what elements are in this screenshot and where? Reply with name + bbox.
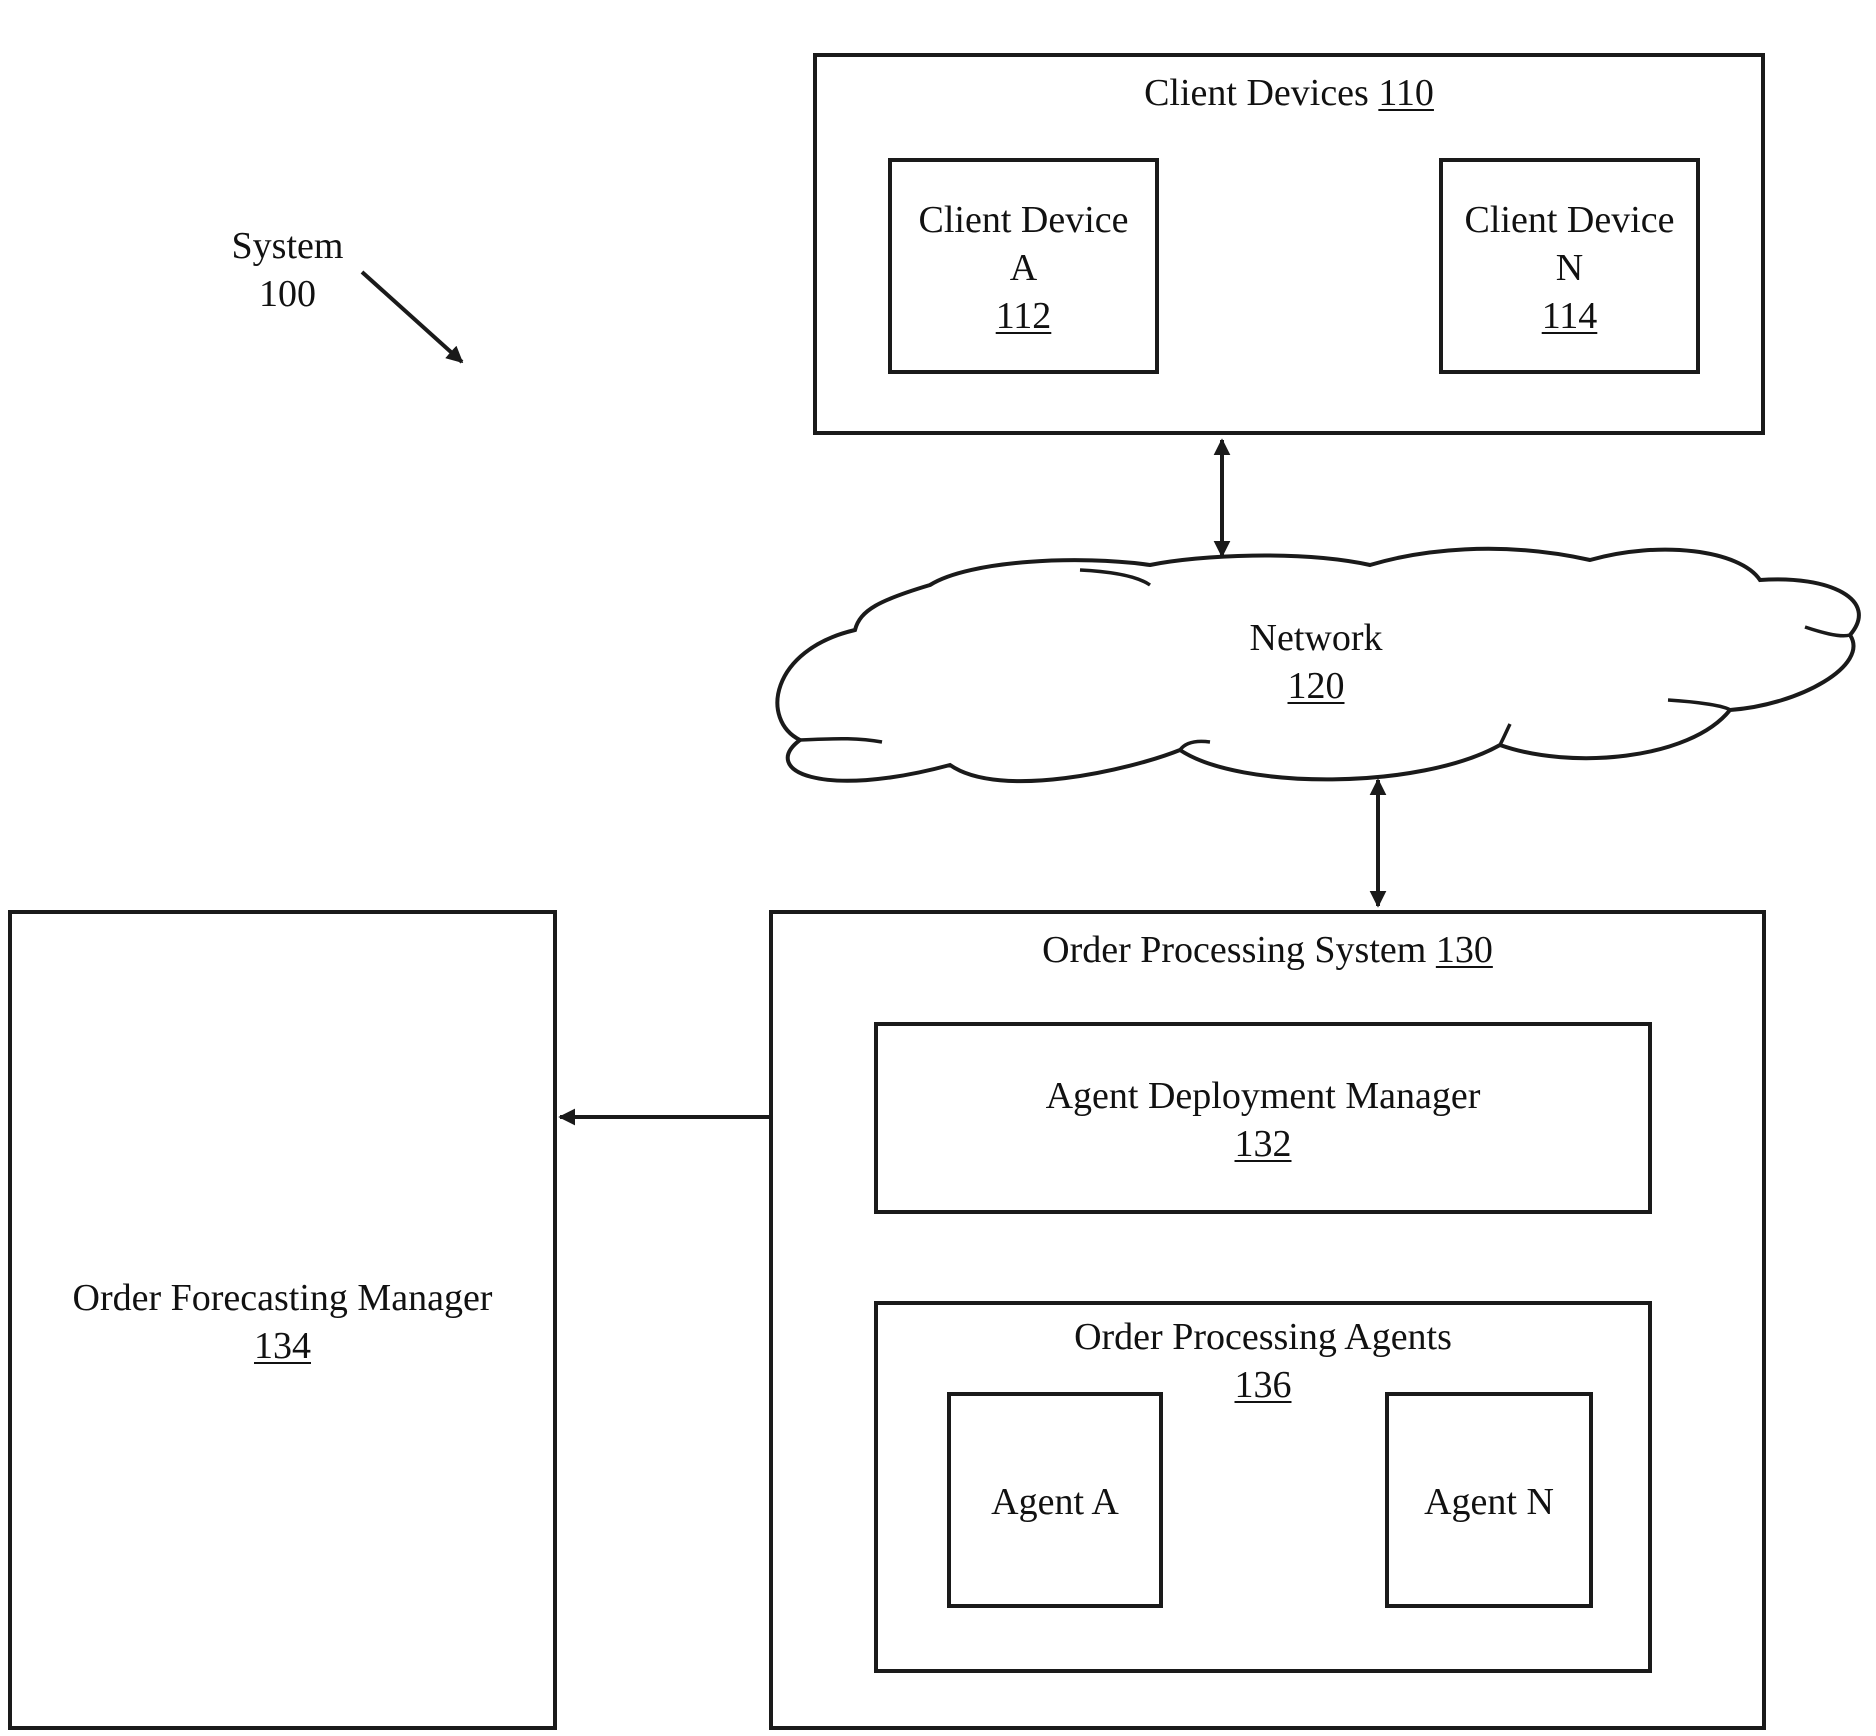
client-devices-title: Client Devices 110 bbox=[817, 69, 1761, 117]
order-processing-system-title-text: Order Processing System bbox=[1042, 929, 1426, 971]
agent-deployment-manager-label: Agent Deployment Manager 132 bbox=[878, 1072, 1648, 1168]
order-forecasting-manager-box[interactable]: Order Forecasting Manager 134 bbox=[8, 910, 557, 1730]
client-device-a-line2: A bbox=[892, 244, 1155, 292]
agent-n-label: Agent N bbox=[1389, 1478, 1589, 1526]
agent-a-label: Agent A bbox=[951, 1478, 1159, 1526]
order-forecasting-manager-ref: 134 bbox=[254, 1325, 311, 1367]
order-forecasting-manager-label: Order Forecasting Manager 134 bbox=[12, 1274, 553, 1370]
order-forecasting-manager-title: Order Forecasting Manager bbox=[12, 1274, 553, 1322]
client-device-a-line1: Client Device bbox=[892, 196, 1155, 244]
order-processing-agents-ref: 136 bbox=[1235, 1364, 1292, 1406]
system-pointer-arrow bbox=[362, 272, 462, 362]
agent-n-box[interactable]: Agent N bbox=[1385, 1392, 1593, 1608]
network-label[interactable]: Network 120 bbox=[1216, 614, 1416, 710]
network-title: Network bbox=[1216, 614, 1416, 662]
agent-a-box[interactable]: Agent A bbox=[947, 1392, 1163, 1608]
agent-deployment-manager-box[interactable]: Agent Deployment Manager 132 bbox=[874, 1022, 1652, 1214]
system-label: System 100 bbox=[200, 222, 375, 318]
agent-deployment-manager-title: Agent Deployment Manager bbox=[878, 1072, 1648, 1120]
network-ref: 120 bbox=[1288, 665, 1345, 707]
client-device-n-box[interactable]: Client Device N 114 bbox=[1439, 158, 1700, 374]
client-devices-title-text: Client Devices bbox=[1144, 72, 1369, 114]
system-name: System bbox=[200, 222, 375, 270]
client-device-a-label: Client Device A 112 bbox=[892, 196, 1155, 340]
client-device-n-line2: N bbox=[1443, 244, 1696, 292]
client-device-a-ref: 112 bbox=[996, 295, 1052, 337]
client-device-n-ref: 114 bbox=[1542, 295, 1598, 337]
client-device-a-box[interactable]: Client Device A 112 bbox=[888, 158, 1159, 374]
order-processing-agents-title: Order Processing Agents bbox=[878, 1313, 1648, 1361]
client-device-n-label: Client Device N 114 bbox=[1443, 196, 1696, 340]
agent-deployment-manager-ref: 132 bbox=[1235, 1123, 1292, 1165]
order-processing-system-ref: 130 bbox=[1436, 929, 1493, 971]
client-device-n-line1: Client Device bbox=[1443, 196, 1696, 244]
order-processing-system-title: Order Processing System 130 bbox=[773, 926, 1762, 974]
system-ref: 100 bbox=[200, 270, 375, 318]
client-devices-ref: 110 bbox=[1378, 72, 1434, 114]
